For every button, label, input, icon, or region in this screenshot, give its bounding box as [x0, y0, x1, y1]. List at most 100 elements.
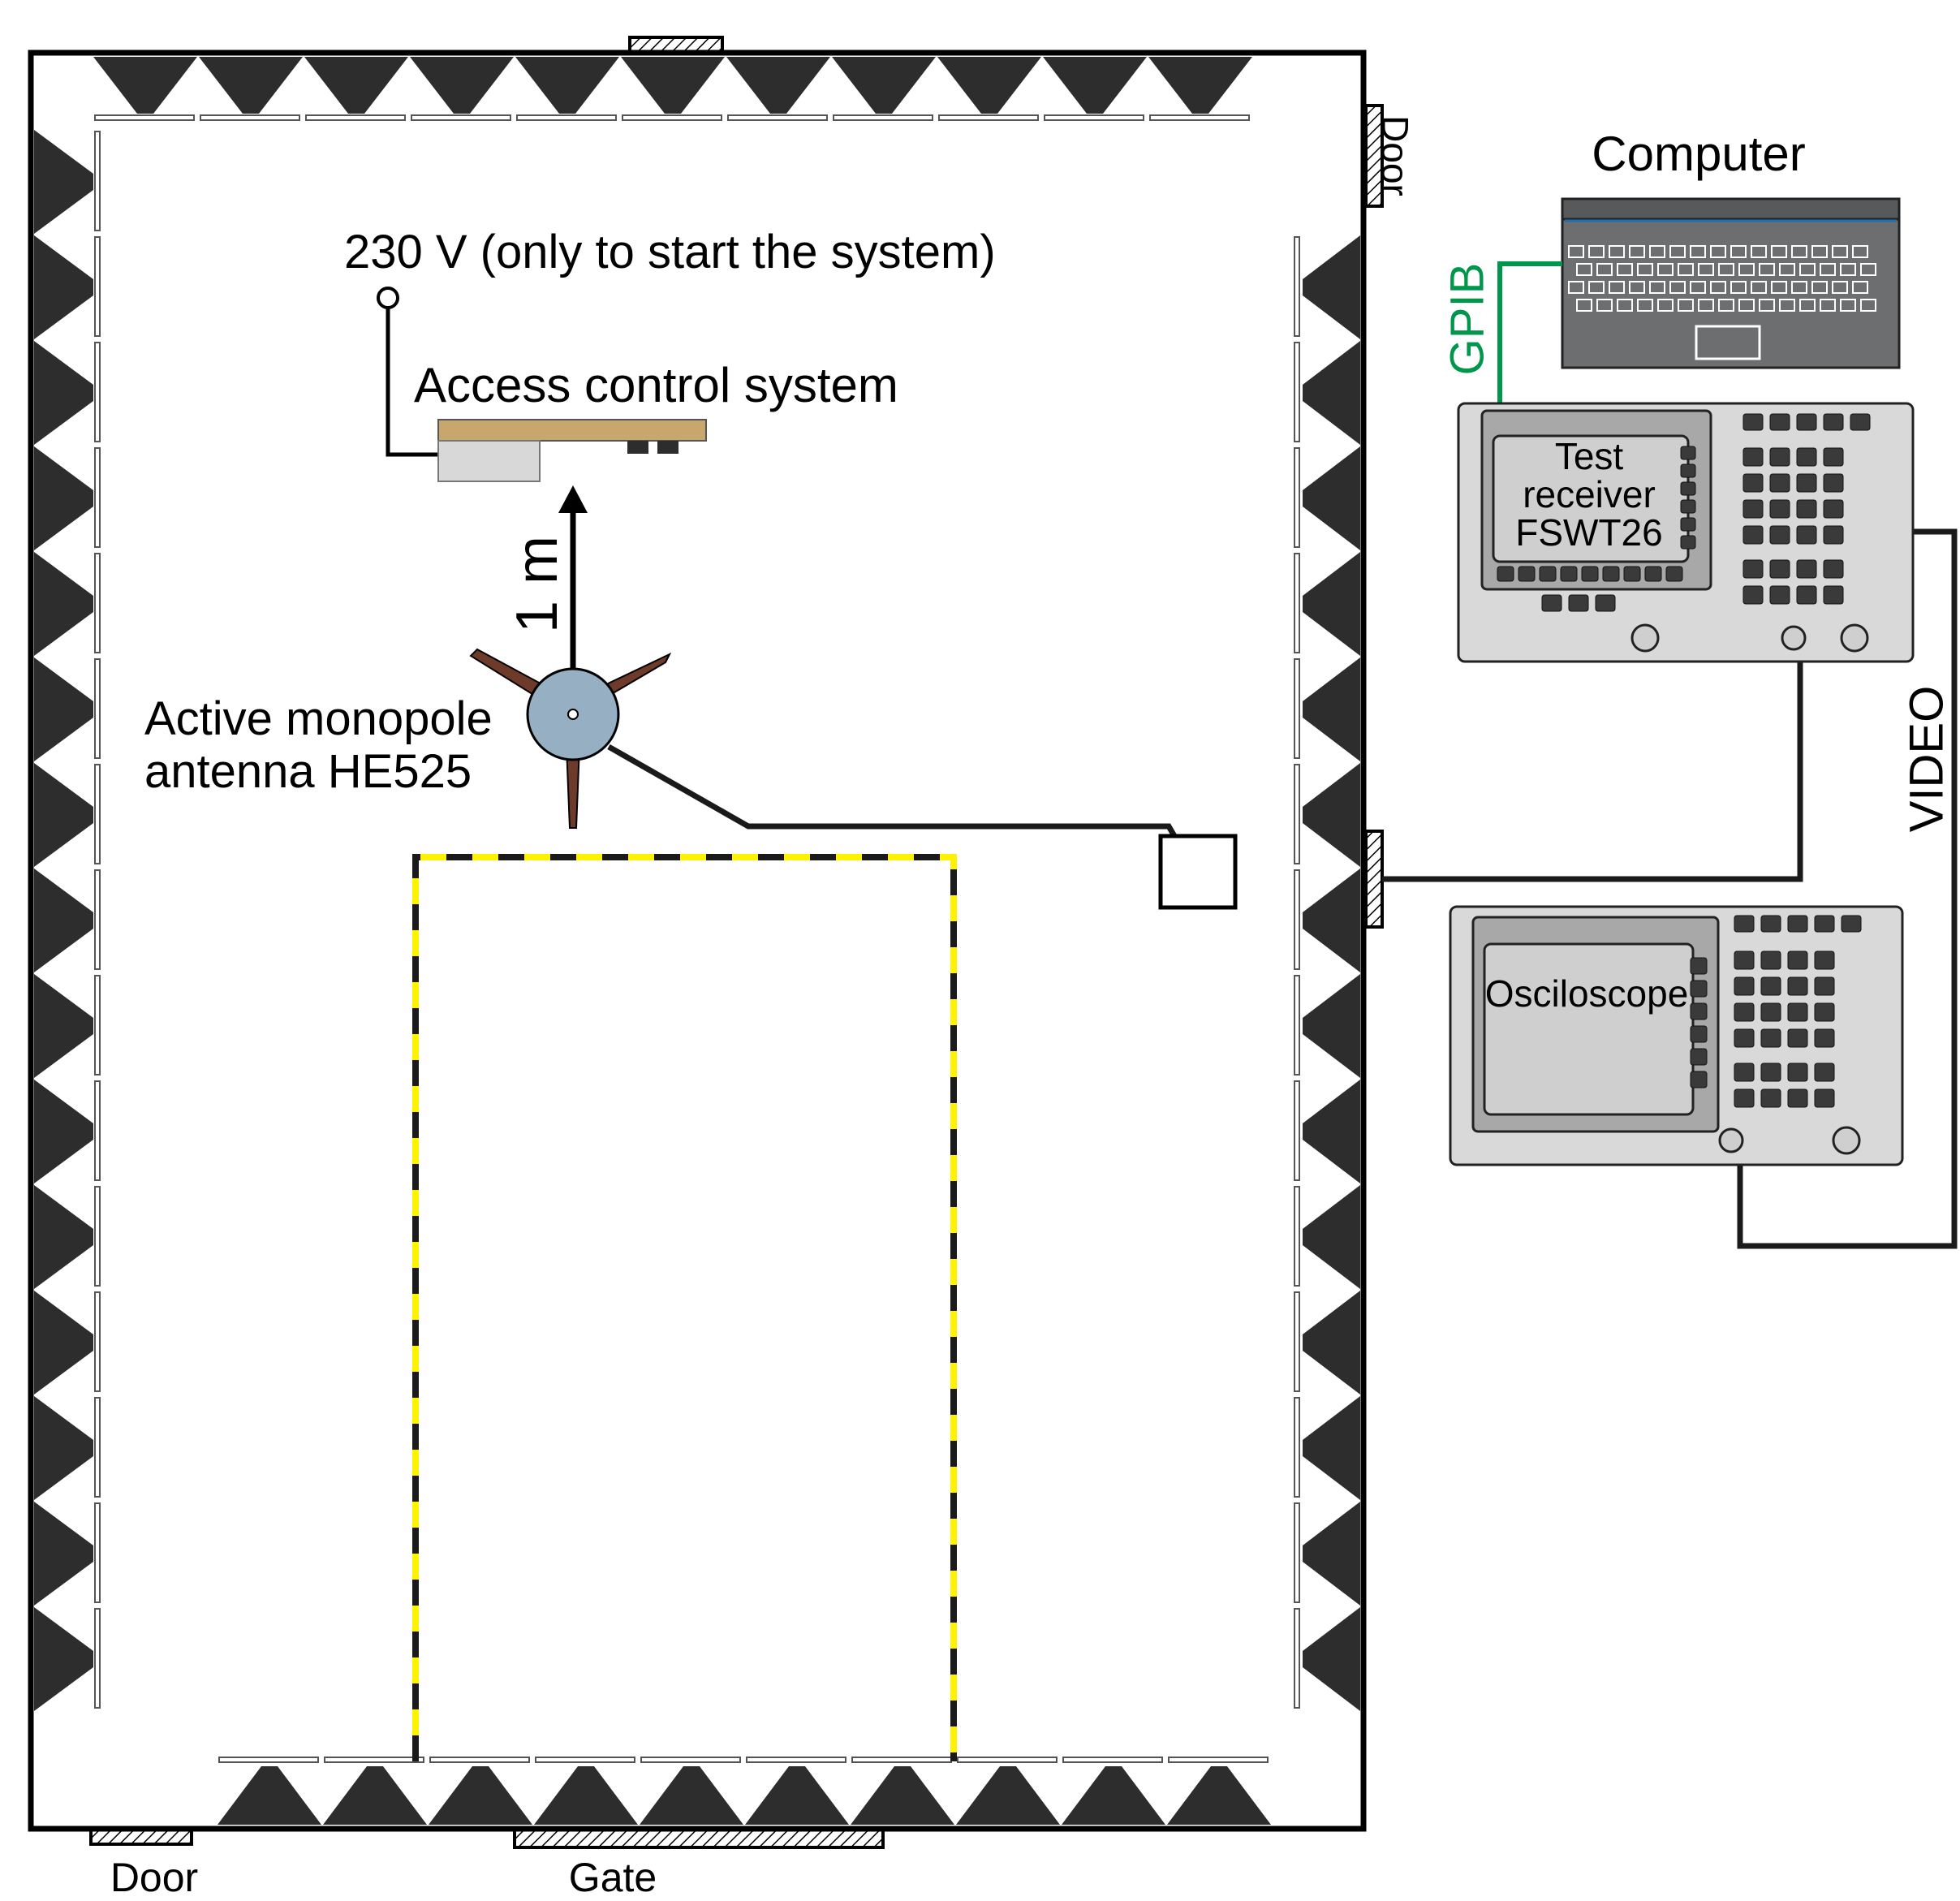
- instrument-key: [1796, 447, 1817, 467]
- absorber-bottom: [956, 1766, 1060, 1825]
- keyboard-key: [1738, 299, 1755, 312]
- absorber-right: [1303, 1396, 1360, 1500]
- access-control-connector: [657, 441, 678, 454]
- keyboard-key: [1840, 263, 1856, 276]
- computer-top-edge: [1561, 197, 1901, 221]
- instrument-key: [1769, 559, 1790, 579]
- instrument-key: [1760, 1028, 1781, 1048]
- absorber-base-top: [938, 114, 1039, 121]
- absorber-cones: [34, 57, 1360, 1825]
- instrument-key: [1742, 413, 1764, 431]
- instrument-key: [1541, 594, 1562, 612]
- instrument-key: [1680, 535, 1696, 550]
- absorber-bottom: [323, 1766, 427, 1825]
- absorber-bottom: [429, 1766, 532, 1825]
- absorber-right: [1303, 1607, 1360, 1711]
- keyboard-key: [1791, 245, 1807, 258]
- instrument-knob: [1781, 625, 1807, 651]
- keyboard-key: [1649, 281, 1665, 294]
- keyboard-key: [1637, 263, 1653, 276]
- absorber-base-left: [94, 975, 101, 1076]
- instrument-key: [1769, 525, 1790, 545]
- instrument-key: [1787, 1088, 1808, 1108]
- keyboard-key: [1596, 299, 1613, 312]
- bottom-door: [89, 1828, 193, 1846]
- absorber-base-bottom: [746, 1757, 846, 1763]
- instrument-knob: [1718, 1127, 1744, 1153]
- keyboard-key: [1568, 245, 1584, 258]
- instrument-key: [1787, 915, 1808, 933]
- antenna-label-line2: antenna HE525: [144, 745, 472, 798]
- keyboard-key: [1811, 281, 1828, 294]
- instrument-key: [1814, 1028, 1835, 1048]
- receiver-label-line1: Test: [1555, 435, 1624, 477]
- absorber-right: [1303, 657, 1360, 761]
- absorber-base-right: [1294, 658, 1300, 759]
- antenna-cable: [607, 744, 1194, 865]
- absorber-base-right: [1294, 236, 1300, 337]
- instrument-key: [1814, 1002, 1835, 1022]
- gpib-label: GPIB: [1441, 263, 1493, 376]
- absorber-bottom: [745, 1766, 849, 1825]
- keyboard-key: [1738, 263, 1755, 276]
- instrument-key: [1796, 525, 1817, 545]
- instrument-knob: [1630, 623, 1660, 653]
- instrument-key: [1760, 950, 1781, 970]
- absorber-bottom: [851, 1766, 954, 1825]
- keyboard-key: [1576, 263, 1592, 276]
- gate-label: Gate: [569, 1855, 657, 1900]
- absorber-base-top: [516, 114, 617, 121]
- instrument-key: [1644, 566, 1662, 582]
- instrument-key: [1787, 1028, 1808, 1048]
- keyboard-key: [1820, 299, 1836, 312]
- absorber-right: [1303, 341, 1360, 445]
- absorber-base-top: [200, 114, 300, 121]
- absorber-top: [199, 57, 303, 114]
- keyboard-key: [1799, 299, 1816, 312]
- instrument-key: [1623, 566, 1641, 582]
- absorber-left: [34, 552, 93, 656]
- instrument-key: [1823, 585, 1844, 605]
- instrument-key: [1690, 957, 1708, 975]
- keyboard-key: [1698, 299, 1714, 312]
- keyboard-key: [1718, 263, 1734, 276]
- keyboard-key: [1718, 299, 1734, 312]
- absorber-base-top: [727, 114, 828, 121]
- instrument-key: [1497, 566, 1514, 582]
- absorber-bottom: [1062, 1766, 1165, 1825]
- instrument-key: [1823, 559, 1844, 579]
- instrument-key: [1814, 976, 1835, 996]
- keyboard-key: [1629, 245, 1645, 258]
- keyboard-key: [1609, 245, 1625, 258]
- side-door: [1364, 104, 1384, 208]
- instrument-key: [1680, 517, 1696, 532]
- absorber-top: [93, 57, 197, 114]
- instrument-key: [1690, 980, 1708, 998]
- absorber-base-right: [1294, 1291, 1300, 1392]
- absorber-bottom: [218, 1766, 321, 1825]
- absorber-left: [34, 1080, 93, 1183]
- instrument-key: [1841, 915, 1862, 933]
- instrument-key: [1734, 915, 1755, 933]
- keyboard-key: [1568, 281, 1584, 294]
- absorber-top: [621, 57, 725, 114]
- keyboard-key: [1596, 263, 1613, 276]
- absorber-top: [937, 57, 1041, 114]
- absorber-base-right: [1294, 764, 1300, 864]
- test-receiver: [1457, 402, 1915, 663]
- instrument-key: [1760, 1088, 1781, 1108]
- instrument-key: [1518, 566, 1536, 582]
- keyboard-key: [1649, 245, 1665, 258]
- instrument-key: [1539, 566, 1557, 582]
- absorber-base-left: [94, 342, 101, 442]
- instrument-key: [1796, 559, 1817, 579]
- instrument-key: [1680, 446, 1696, 460]
- access-control-board: [437, 419, 707, 442]
- instrument-key: [1787, 976, 1808, 996]
- absorber-left: [34, 235, 93, 339]
- instrument-key: [1742, 447, 1764, 467]
- instrument-key: [1760, 1002, 1781, 1022]
- absorber-right: [1303, 235, 1360, 339]
- absorber-left: [34, 1607, 93, 1711]
